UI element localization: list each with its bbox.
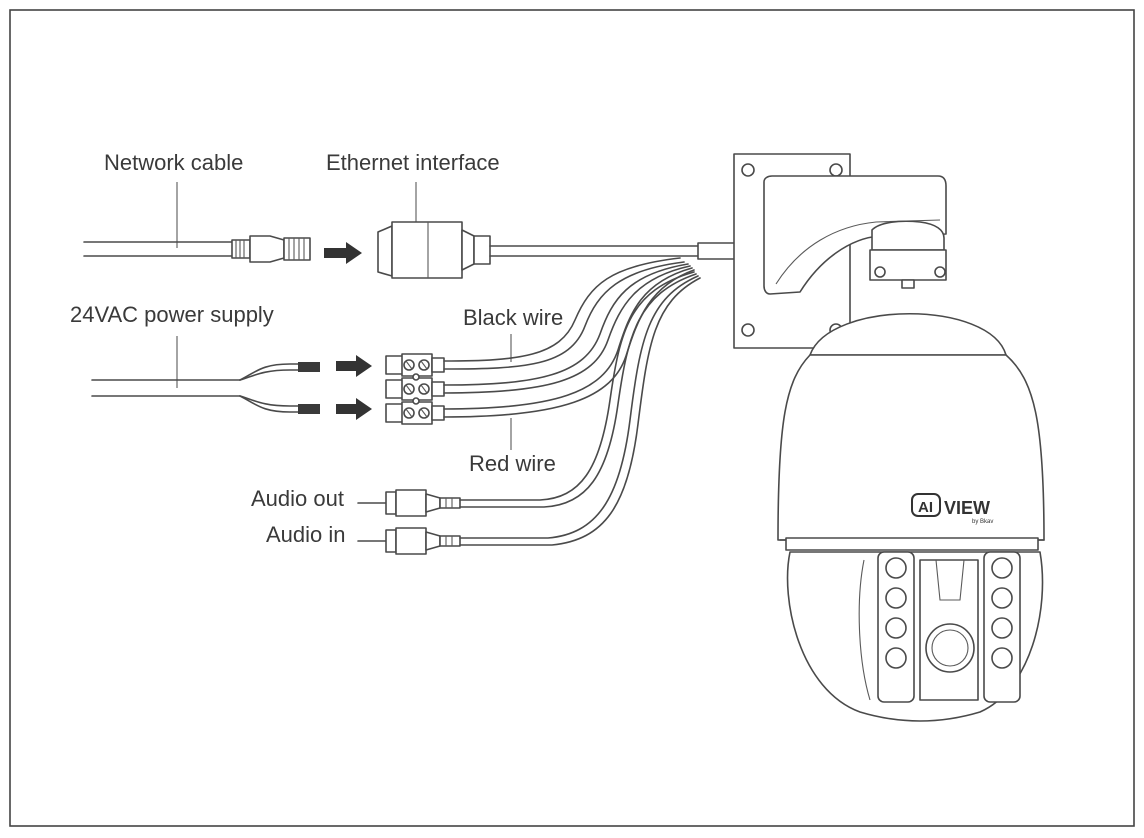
power-supply-label: 24VAC power supply <box>70 302 274 327</box>
power-arrow-bottom <box>336 398 372 420</box>
network-arrow <box>324 242 362 264</box>
audio-in-connector <box>357 527 461 555</box>
diagram-frame <box>9 9 1135 827</box>
ethernet-tail-cable <box>489 242 737 260</box>
red-wire-label: Red wire <box>469 451 556 476</box>
ethernet-interface <box>377 221 491 279</box>
audio-out-label: Audio out <box>251 486 344 511</box>
audio-in-label: Audio in <box>266 522 346 547</box>
audio-wires <box>459 271 701 546</box>
network-cable-label: Network cable <box>104 150 243 175</box>
ethernet-interface-label: Ethernet interface <box>326 150 500 175</box>
terminal-block <box>385 353 445 425</box>
ptz-camera: AI VIEW by Bkav <box>733 153 1045 722</box>
power-wires <box>443 257 695 418</box>
network-cable <box>83 235 311 263</box>
logo-view-text: VIEW <box>944 498 990 518</box>
power-arrow-top <box>336 355 372 377</box>
logo-by-text: by Bkav <box>972 519 993 525</box>
logo-ai-text: AI <box>918 499 933 516</box>
audio-out-connector <box>357 489 461 517</box>
black-wire-label: Black wire <box>463 305 563 330</box>
aiview-logo: AI VIEW by Bkav <box>911 493 993 525</box>
power-cable <box>91 362 320 414</box>
